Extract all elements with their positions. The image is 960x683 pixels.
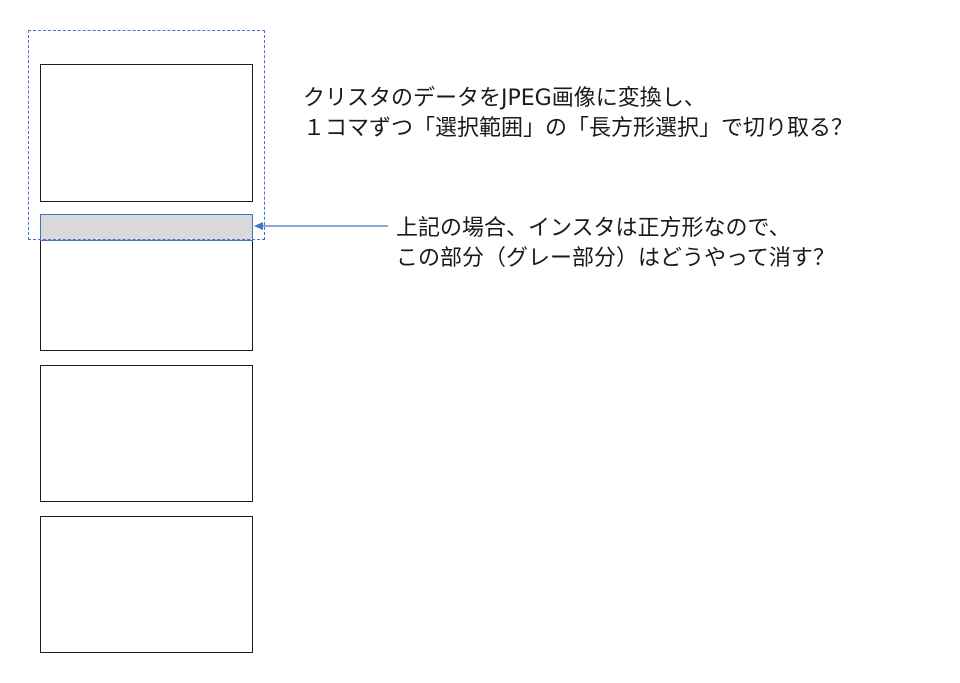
square-selection-box [28, 30, 265, 240]
note-top-line-1: クリスタのデータをJPEG画像に変換し、 [303, 86, 706, 111]
gray-overflow-area [40, 214, 253, 241]
comic-panel-4 [40, 516, 253, 653]
note-top: クリスタのデータをJPEG画像に変換し、 １コマずつ「選択範囲」の「長方形選択」… [303, 84, 853, 144]
note-bottom: 上記の場合、インスタは正方形なので、 この部分（グレー部分）はどうやって消す？ [396, 214, 835, 274]
arrow-head-icon [254, 222, 263, 230]
note-bottom-line-1: 上記の場合、インスタは正方形なので、 [396, 216, 791, 241]
comic-panel-1 [40, 64, 253, 202]
note-bottom-line-2: この部分（グレー部分）はどうやって消す？ [396, 246, 835, 271]
comic-panel-3 [40, 365, 253, 502]
note-top-line-2: １コマずつ「選択範囲」の「長方形選択」で切り取る？ [303, 116, 854, 141]
pointer-arrow [254, 222, 388, 230]
